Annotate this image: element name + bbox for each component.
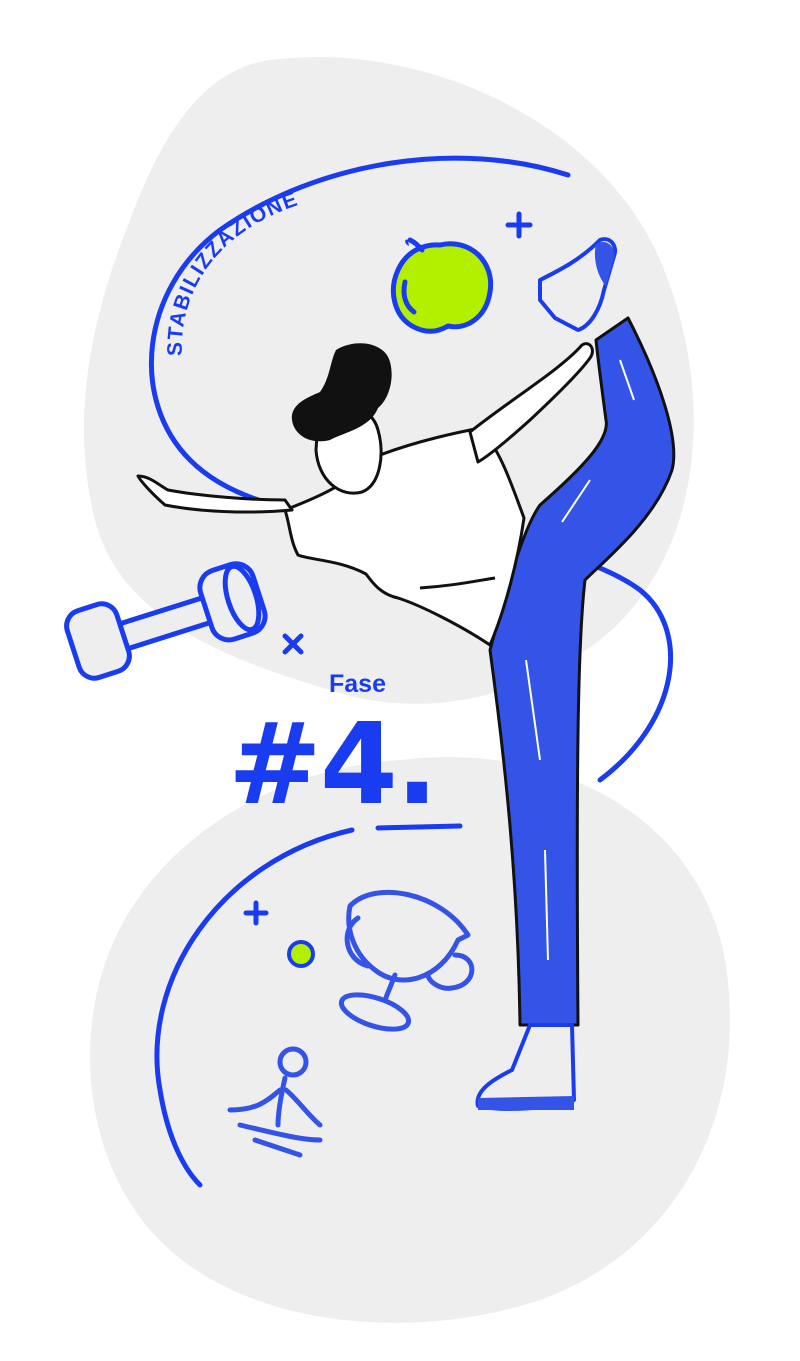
hair bbox=[291, 343, 392, 442]
lower-blob bbox=[90, 756, 730, 1323]
lower-arc bbox=[154, 827, 355, 1188]
dot-icon bbox=[287, 940, 315, 968]
underline-dash bbox=[375, 823, 463, 831]
arm-right bbox=[468, 342, 594, 464]
arm-left bbox=[136, 474, 294, 514]
person-figure bbox=[136, 237, 676, 1111]
trophy-icon bbox=[338, 889, 475, 1032]
plus-icon bbox=[505, 211, 533, 239]
swirl-line bbox=[148, 155, 673, 783]
phase-label: Fase bbox=[329, 670, 386, 698]
apple-icon bbox=[390, 237, 494, 334]
raised-leg bbox=[488, 316, 676, 1027]
plus-icon bbox=[243, 900, 269, 926]
dumbbell-icon bbox=[64, 561, 268, 681]
cross-icon bbox=[282, 633, 304, 655]
meditation-icon bbox=[227, 1046, 323, 1158]
phase-number: #4. bbox=[228, 700, 436, 830]
